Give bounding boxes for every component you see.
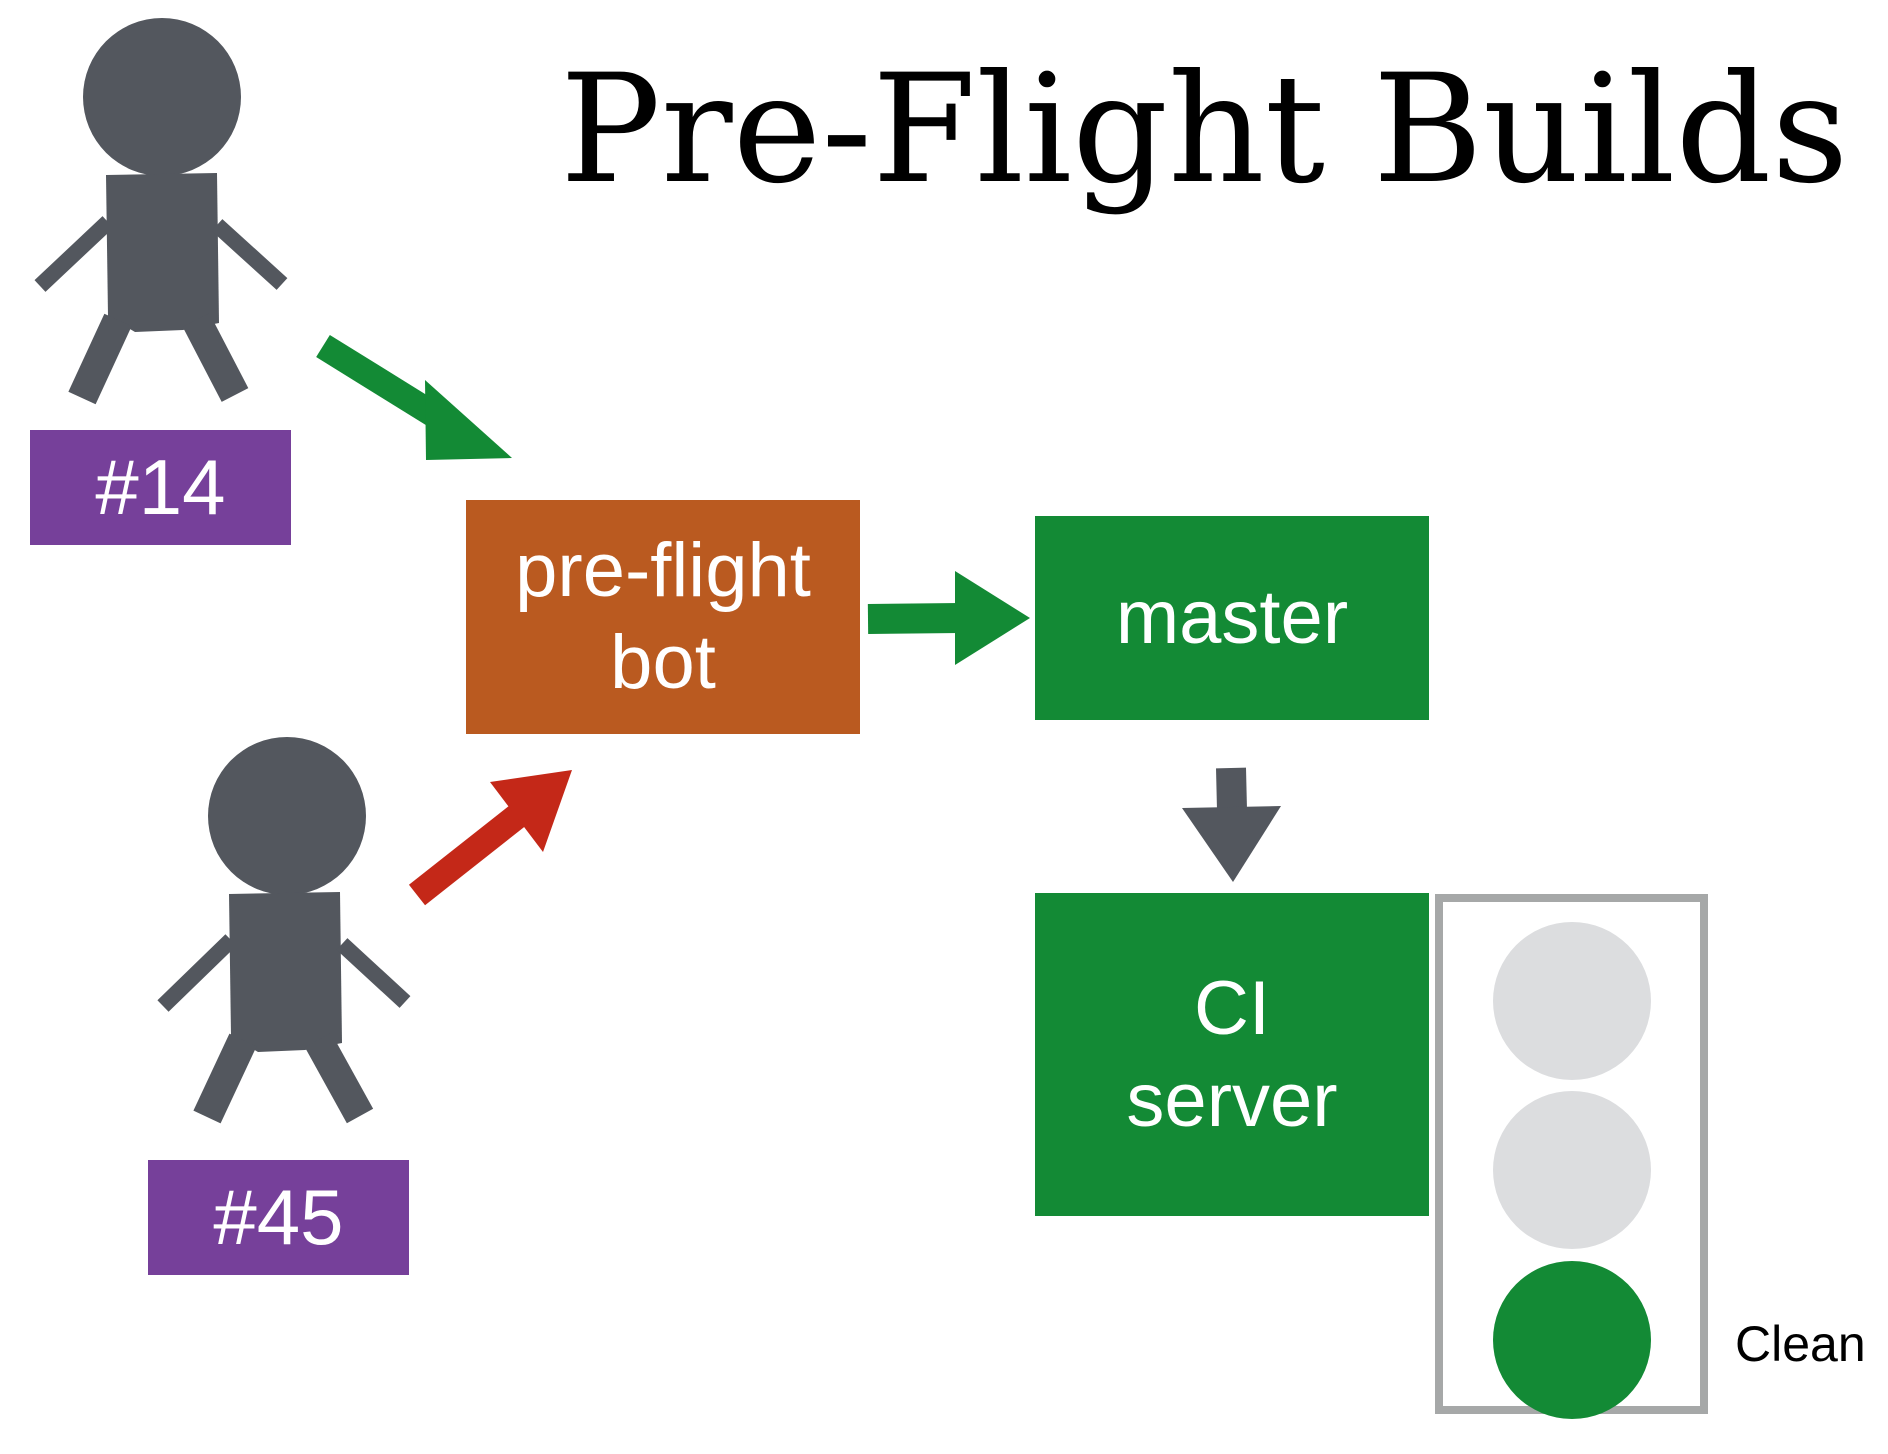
developer-14-figure — [34, 18, 288, 405]
developer-45-arrow — [408, 770, 572, 906]
developer-14-label: #14 — [95, 443, 226, 531]
master-to-ci-arrow — [1182, 767, 1281, 882]
developer-45-left-arm — [157, 934, 237, 1012]
traffic-light-middle — [1493, 1091, 1651, 1249]
developer-45-right-leg — [304, 1032, 374, 1124]
bot-to-master-arrow — [867, 571, 1030, 665]
developer-45-right-arm — [336, 938, 411, 1008]
master-label: master — [1115, 575, 1349, 660]
ci-server-box: CI server — [1035, 893, 1429, 1216]
developer-14-head — [83, 18, 241, 176]
developer-45-left-leg — [193, 1033, 257, 1124]
developer-45-label: #45 — [213, 1173, 344, 1261]
developer-45-head — [208, 737, 366, 895]
traffic-light-top — [1493, 922, 1651, 1080]
page-title: Pre-Flight Builds — [560, 43, 1849, 217]
developer-14-right-leg — [182, 313, 249, 402]
developer-14-badge: #14 — [30, 430, 291, 545]
developer-14-left-leg — [68, 313, 132, 405]
developer-14-right-arm — [211, 219, 288, 290]
developer-45-torso — [229, 892, 342, 1052]
developer-45-badge: #45 — [148, 1160, 409, 1275]
ci-server-line1: CI — [1194, 965, 1270, 1051]
ci-server-line2: server — [1126, 1057, 1338, 1143]
developer-45-figure — [157, 737, 411, 1124]
traffic-light-bottom — [1493, 1261, 1651, 1419]
developer-14-arrow — [316, 334, 512, 460]
master-box: master — [1035, 516, 1429, 720]
preflight-bot-box: pre-flight bot — [466, 500, 860, 734]
preflight-bot-line1: pre-flight — [515, 528, 811, 613]
preflight-bot-line2: bot — [610, 620, 716, 705]
developer-14-left-arm — [34, 216, 114, 292]
build-status-label: Clean — [1735, 1316, 1866, 1372]
developer-14-torso — [106, 173, 219, 332]
